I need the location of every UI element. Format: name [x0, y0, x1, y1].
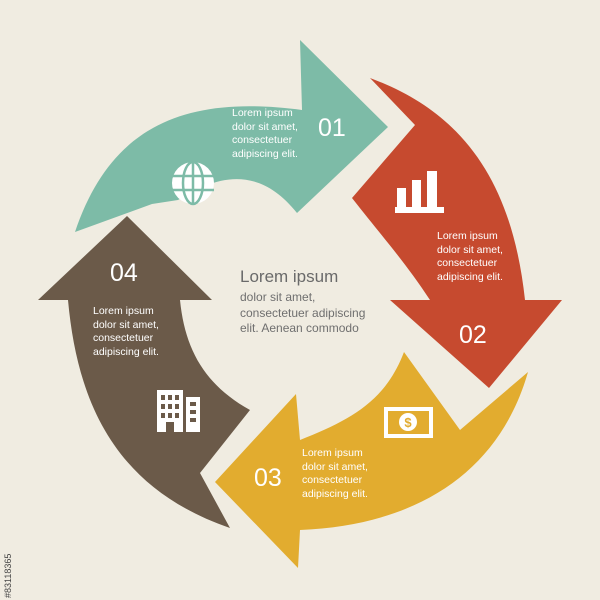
- step-04-number: 04: [110, 259, 138, 287]
- step-02-number: 02: [459, 321, 487, 349]
- step-03-text: Lorem ipsum dolor sit amet, consectetuer…: [302, 447, 368, 500]
- step-01-number: 01: [318, 114, 346, 142]
- svg-text:$: $: [404, 415, 412, 430]
- dollar-bill-icon: $: [384, 407, 433, 438]
- stock-id-label: #83118365: [3, 553, 13, 598]
- bar-chart-icon: [395, 171, 444, 213]
- buildings-icon: [157, 390, 200, 432]
- globe-icon: [172, 160, 214, 206]
- step-04-text: Lorem ipsum dolor sit amet, consectetuer…: [93, 305, 159, 358]
- step-01-text: Lorem ipsum dolor sit amet, consectetuer…: [232, 107, 298, 160]
- center-body: dolor sit amet, consectetuer adipiscing …: [240, 290, 366, 335]
- center-title: Lorem ipsum: [240, 267, 339, 286]
- arrow-step-02: [352, 78, 562, 388]
- arrow-step-04: [38, 216, 250, 528]
- arrow-step-01: [75, 40, 388, 232]
- step-03-number: 03: [254, 464, 282, 492]
- step-02-text: Lorem ipsum dolor sit amet, consectetuer…: [437, 230, 503, 283]
- arrow-step-03: [215, 352, 528, 568]
